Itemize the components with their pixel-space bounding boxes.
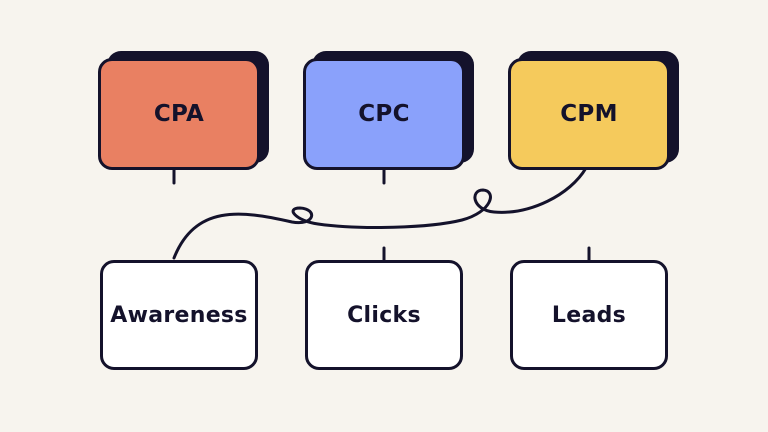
cpm-box: CPM xyxy=(508,58,670,170)
clicks-box: Clicks xyxy=(305,260,463,370)
awareness-label: Awareness xyxy=(110,302,248,328)
awareness-box: Awareness xyxy=(100,260,258,370)
leads-label: Leads xyxy=(551,302,627,328)
cpc-box: CPC xyxy=(303,58,465,170)
cpa-label: CPA xyxy=(153,101,205,127)
cpm-to-awareness-curve xyxy=(172,166,588,260)
cpm-label: CPM xyxy=(560,101,618,127)
cpa-box: CPA xyxy=(98,58,260,170)
leads-box: Leads xyxy=(510,260,668,370)
cpc-label: CPC xyxy=(358,101,410,127)
clicks-label: Clicks xyxy=(347,302,421,328)
